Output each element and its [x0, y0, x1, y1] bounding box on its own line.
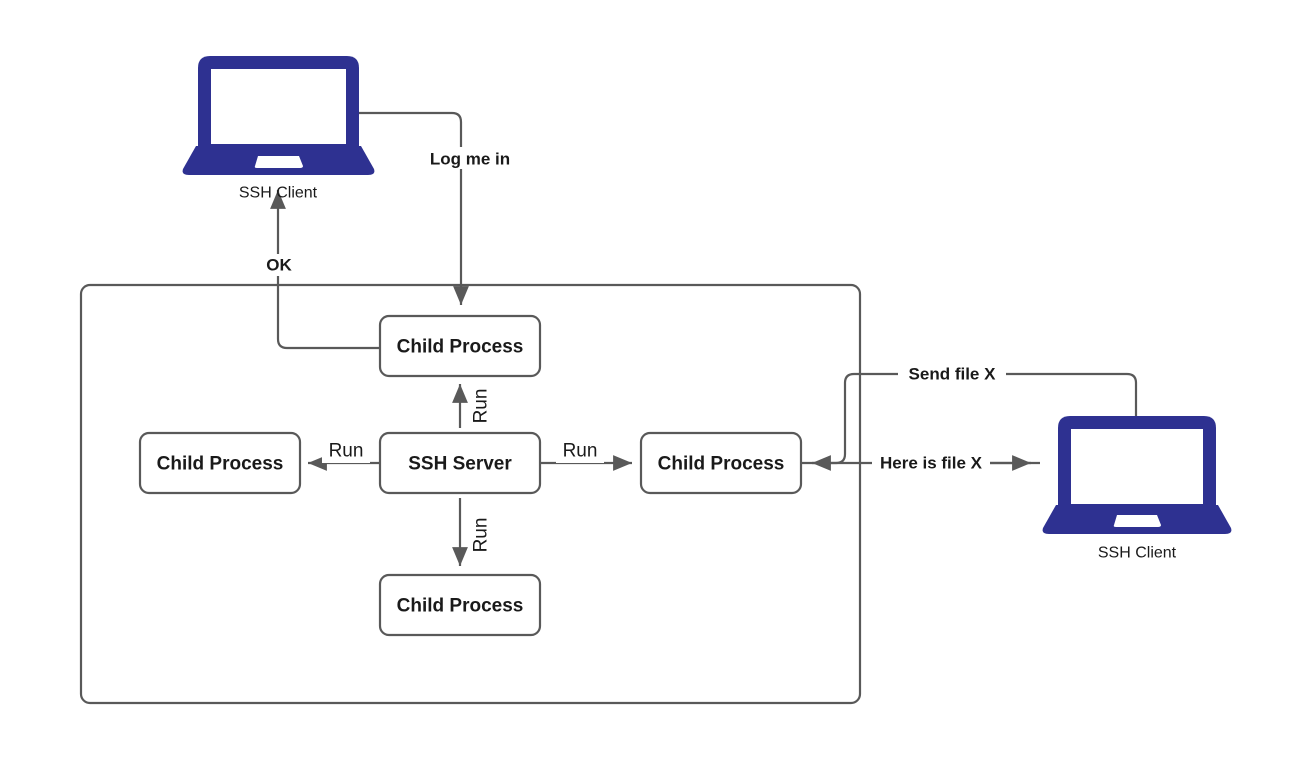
svg-text:Run: Run	[563, 441, 598, 462]
server-host-container	[79, 283, 862, 705]
node-child-process-top-label: Child Process	[397, 337, 524, 358]
edge-label-here-is-file-x: Here is file X	[872, 452, 990, 474]
svg-text:Here is file X: Here is file X	[880, 454, 983, 473]
node-child-process-right[interactable]: Child Process	[639, 431, 803, 495]
laptop-label-client-right: SSH Client	[1098, 545, 1177, 562]
node-ssh-server-label: SSH Server	[408, 454, 512, 475]
edge-label-send-file-x: Send file X	[898, 363, 1006, 385]
svg-text:Send file X: Send file X	[909, 365, 997, 384]
edge-send-file-x	[802, 372, 1138, 465]
svg-text:Run: Run	[471, 518, 492, 553]
svg-text:Run: Run	[329, 441, 364, 462]
edge-log-me-in	[358, 111, 469, 305]
laptop-icon-client-right[interactable]	[1042, 416, 1232, 534]
node-child-process-right-label: Child Process	[658, 454, 785, 475]
svg-text:Run: Run	[471, 389, 492, 424]
node-child-process-bottom-label: Child Process	[397, 596, 524, 617]
edge-label-log-me-in: Log me in	[413, 147, 517, 169]
edge-label-run-left: Run	[322, 439, 370, 463]
svg-text:Log me in: Log me in	[430, 150, 510, 169]
edge-label-ok: OK	[258, 254, 298, 276]
edge-ok	[270, 190, 380, 350]
edge-label-run-up: Run	[469, 382, 493, 430]
node-child-process-left[interactable]: Child Process	[138, 431, 302, 495]
edge-label-run-down: Run	[469, 511, 493, 559]
laptop-icon-client-top[interactable]	[182, 56, 375, 175]
laptop-label-client-top: SSH Client	[239, 185, 318, 202]
node-child-process-bottom[interactable]: Child Process	[378, 573, 542, 637]
node-ssh-server[interactable]: SSH Server	[378, 431, 542, 495]
edge-label-run-right: Run	[556, 439, 604, 463]
svg-text:OK: OK	[266, 256, 292, 275]
node-child-process-left-label: Child Process	[157, 454, 284, 475]
node-child-process-top[interactable]: Child Process	[378, 314, 542, 378]
